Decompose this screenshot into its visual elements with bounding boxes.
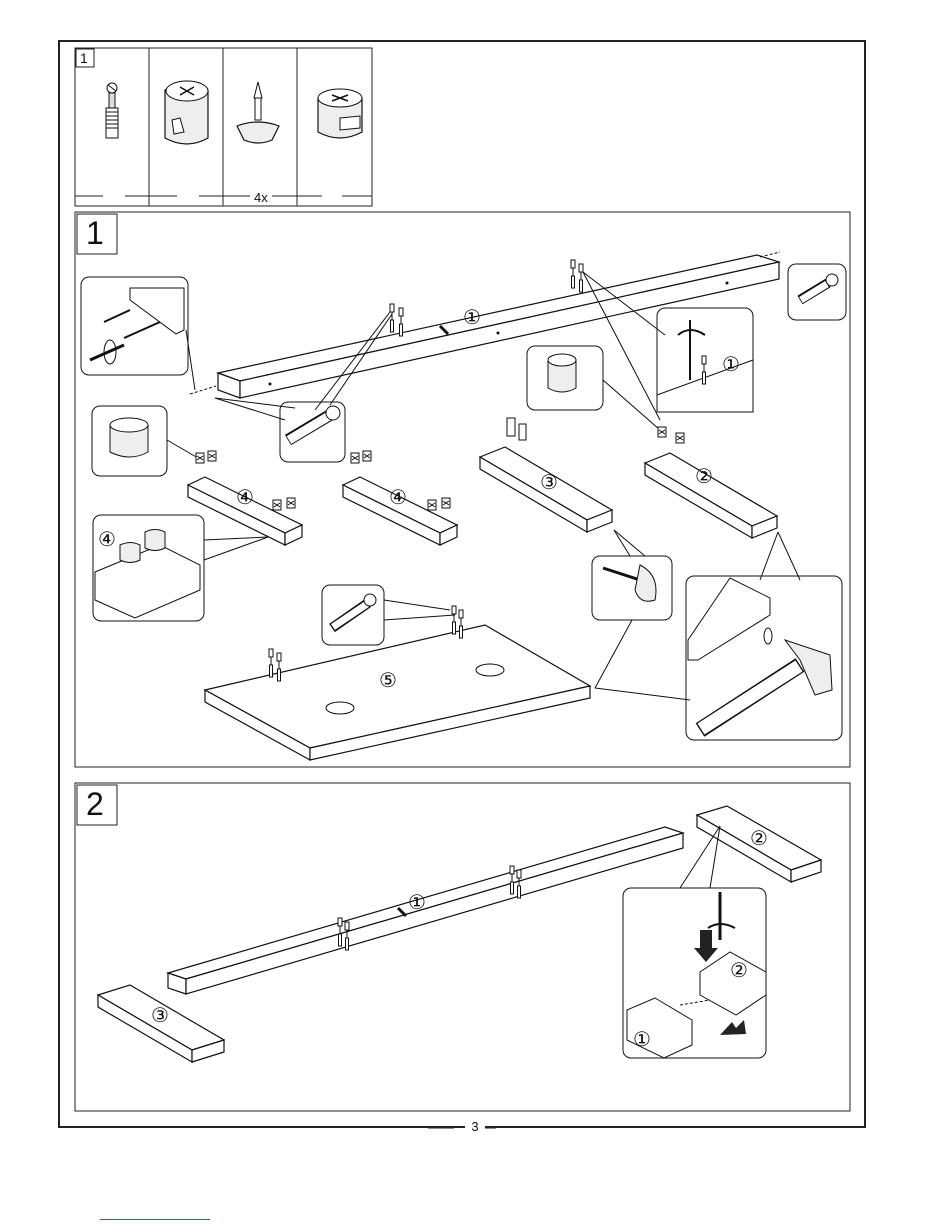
parts-box-label: 1 — [80, 50, 88, 66]
detail-side-label: ② — [730, 958, 748, 983]
nail-glide-icon — [237, 82, 279, 143]
cam-bolt-icon — [106, 83, 118, 138]
nail-callout — [592, 530, 672, 688]
side-b-label: ③ — [540, 470, 558, 495]
rail-label: ① — [408, 890, 426, 915]
side-left-label: ③ — [151, 1003, 169, 1028]
step2-number: 2 — [86, 786, 104, 823]
side-right-label: ② — [750, 826, 768, 851]
assembly-detail-callout — [623, 826, 766, 1058]
cam-lock-icon — [318, 89, 362, 138]
step1-number: 1 — [86, 215, 104, 252]
footer-link-underline — [100, 1219, 210, 1220]
detail-short-label: ④ — [98, 527, 116, 552]
rail-label: ① — [463, 305, 481, 330]
cam-lock-callout — [92, 406, 198, 476]
side-a-label: ② — [695, 464, 713, 489]
page-number: 3 — [0, 1119, 950, 1134]
bolt-detail-callout — [81, 277, 195, 390]
cam-lock-callout — [527, 346, 660, 430]
bolt-end-callout — [788, 264, 846, 320]
short-mid-label: ④ — [389, 485, 407, 510]
detail-rail-label: ① — [633, 1027, 651, 1052]
short-panel-detail-callout — [93, 515, 268, 621]
cam-lock-icon — [165, 81, 208, 144]
page-number-text: 3 — [465, 1119, 484, 1134]
detail-rail-label: ① — [722, 352, 740, 377]
parts-quantity: 4x — [252, 190, 270, 205]
base-label: ⑤ — [379, 668, 397, 693]
short-left-label: ④ — [236, 485, 254, 510]
base-panel-5 — [205, 625, 590, 760]
